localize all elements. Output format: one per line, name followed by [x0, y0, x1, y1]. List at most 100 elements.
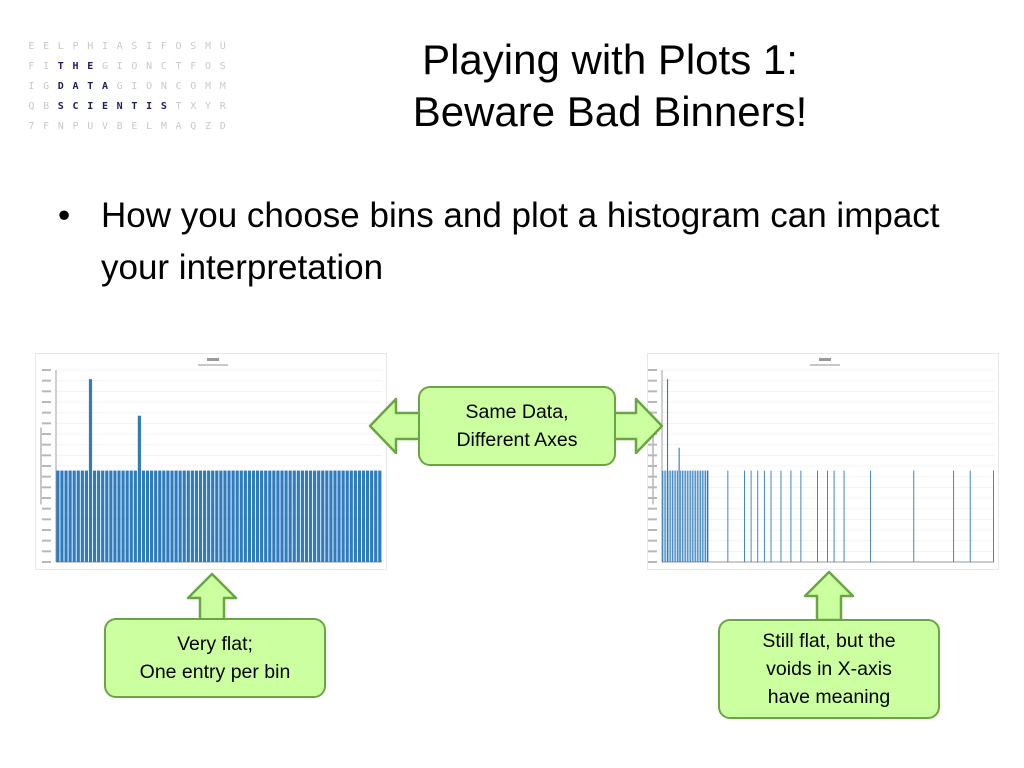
bullet-text: How you choose bins and plot a histogram…	[101, 196, 940, 287]
histogram-bar	[317, 470, 321, 562]
histogram-bar	[219, 470, 223, 562]
histogram-bar	[203, 470, 207, 562]
y-tick-label	[42, 369, 51, 371]
logo-letter: T	[175, 100, 182, 112]
callout-same-data: Same Data, Different Axes	[418, 386, 616, 466]
logo-letter: M	[204, 40, 211, 52]
histogram-bar	[833, 470, 835, 562]
logo-letter: F	[43, 120, 50, 132]
histogram-bar	[662, 470, 663, 562]
histogram-bar	[790, 470, 792, 562]
histogram-bar	[207, 470, 211, 562]
logo-letter: D	[57, 80, 64, 92]
histogram-bar	[706, 470, 708, 562]
y-tick-label	[42, 550, 51, 553]
y-tick-label	[42, 454, 51, 457]
histogram-bar	[681, 470, 683, 562]
logo-letter: F	[160, 40, 167, 52]
histogram-bar	[701, 470, 703, 562]
logo-letter: O	[131, 60, 138, 72]
histogram-bar	[125, 470, 129, 562]
logo-letter: I	[28, 80, 35, 92]
logo-letter: X	[190, 100, 197, 112]
y-tick-label	[42, 561, 51, 563]
logo-letter: S	[131, 40, 138, 52]
logo-letter: F	[28, 60, 35, 72]
histogram-bar	[198, 470, 203, 562]
histogram-bar	[296, 470, 300, 562]
histogram-bar	[688, 470, 690, 562]
logo-letter: A	[175, 120, 182, 132]
histogram-bar	[145, 470, 150, 562]
histogram-bar	[680, 470, 682, 562]
histogram-bar	[953, 470, 955, 562]
histogram-bar	[129, 470, 133, 562]
histogram-bar	[239, 470, 243, 562]
y-tick-label	[42, 465, 51, 467]
y-tick-label	[648, 486, 657, 489]
histogram-bar	[80, 470, 84, 562]
left-histogram-svg	[36, 354, 386, 569]
callout-very-flat: Very flat; One entry per bin	[104, 618, 326, 698]
y-tick-label	[648, 379, 657, 382]
logo-letter: F	[190, 60, 197, 72]
histogram-bar	[321, 470, 325, 562]
histogram-bar	[105, 470, 109, 562]
histogram-bar	[671, 470, 673, 562]
histogram-bar	[676, 470, 678, 562]
chart-subtitle-mark	[810, 364, 840, 366]
logo-letter: O	[146, 80, 153, 92]
y-tick-label	[42, 379, 51, 382]
histogram-bar	[141, 470, 146, 562]
chart-subtitle-mark	[198, 364, 228, 366]
histogram-bar	[190, 470, 194, 562]
y-tick-label	[648, 411, 657, 414]
y-tick-label	[648, 518, 657, 521]
histogram-bar	[690, 470, 692, 562]
y-tick-label	[648, 369, 657, 371]
histogram-bar	[698, 470, 700, 562]
logo-letter: 7	[28, 120, 35, 132]
y-tick-label	[42, 518, 51, 521]
y-tick-label	[42, 475, 51, 478]
histogram-bar	[182, 470, 186, 562]
y-tick-label	[648, 390, 657, 393]
histogram-bar	[673, 470, 675, 562]
histogram-bar	[84, 470, 88, 562]
histogram-bar	[260, 470, 264, 562]
logo-letter: I	[101, 40, 108, 52]
slide-title: Playing with Plots 1: Beware Bad Binners…	[300, 34, 920, 138]
y-tick-label	[648, 454, 657, 457]
callout-still-flat-line-3: have meaning	[767, 686, 891, 708]
chart-background	[648, 354, 998, 569]
histogram-bar	[763, 470, 765, 562]
y-tick-label	[648, 475, 657, 478]
right-histogram-svg	[648, 354, 998, 569]
logo-letter: T	[175, 60, 182, 72]
logo-letter: T	[131, 100, 138, 112]
histogram-bar	[280, 470, 284, 562]
logo-letter: G	[43, 80, 50, 92]
histogram-bar	[64, 470, 68, 562]
histogram-bar	[333, 470, 337, 562]
y-tick-label	[648, 539, 657, 542]
histogram-bar	[186, 470, 190, 562]
logo-letter: A	[116, 40, 123, 52]
y-tick-label	[648, 561, 657, 563]
logo-letter: C	[160, 60, 167, 72]
logo-letter: C	[72, 100, 79, 112]
logo-letter: N	[116, 100, 123, 112]
up-arrow-left-icon	[186, 572, 238, 624]
histogram-bar	[770, 470, 772, 562]
histogram-bar	[727, 470, 729, 562]
callout-very-flat-line-1: Very flat;	[177, 633, 253, 655]
histogram-bar	[174, 470, 178, 562]
y-tick-label	[42, 539, 51, 542]
logo-letter: Q	[190, 120, 197, 132]
histogram-bar	[744, 470, 745, 562]
callout-same-data-line-1: Same Data,	[465, 401, 569, 423]
logo-letter: I	[146, 100, 153, 112]
